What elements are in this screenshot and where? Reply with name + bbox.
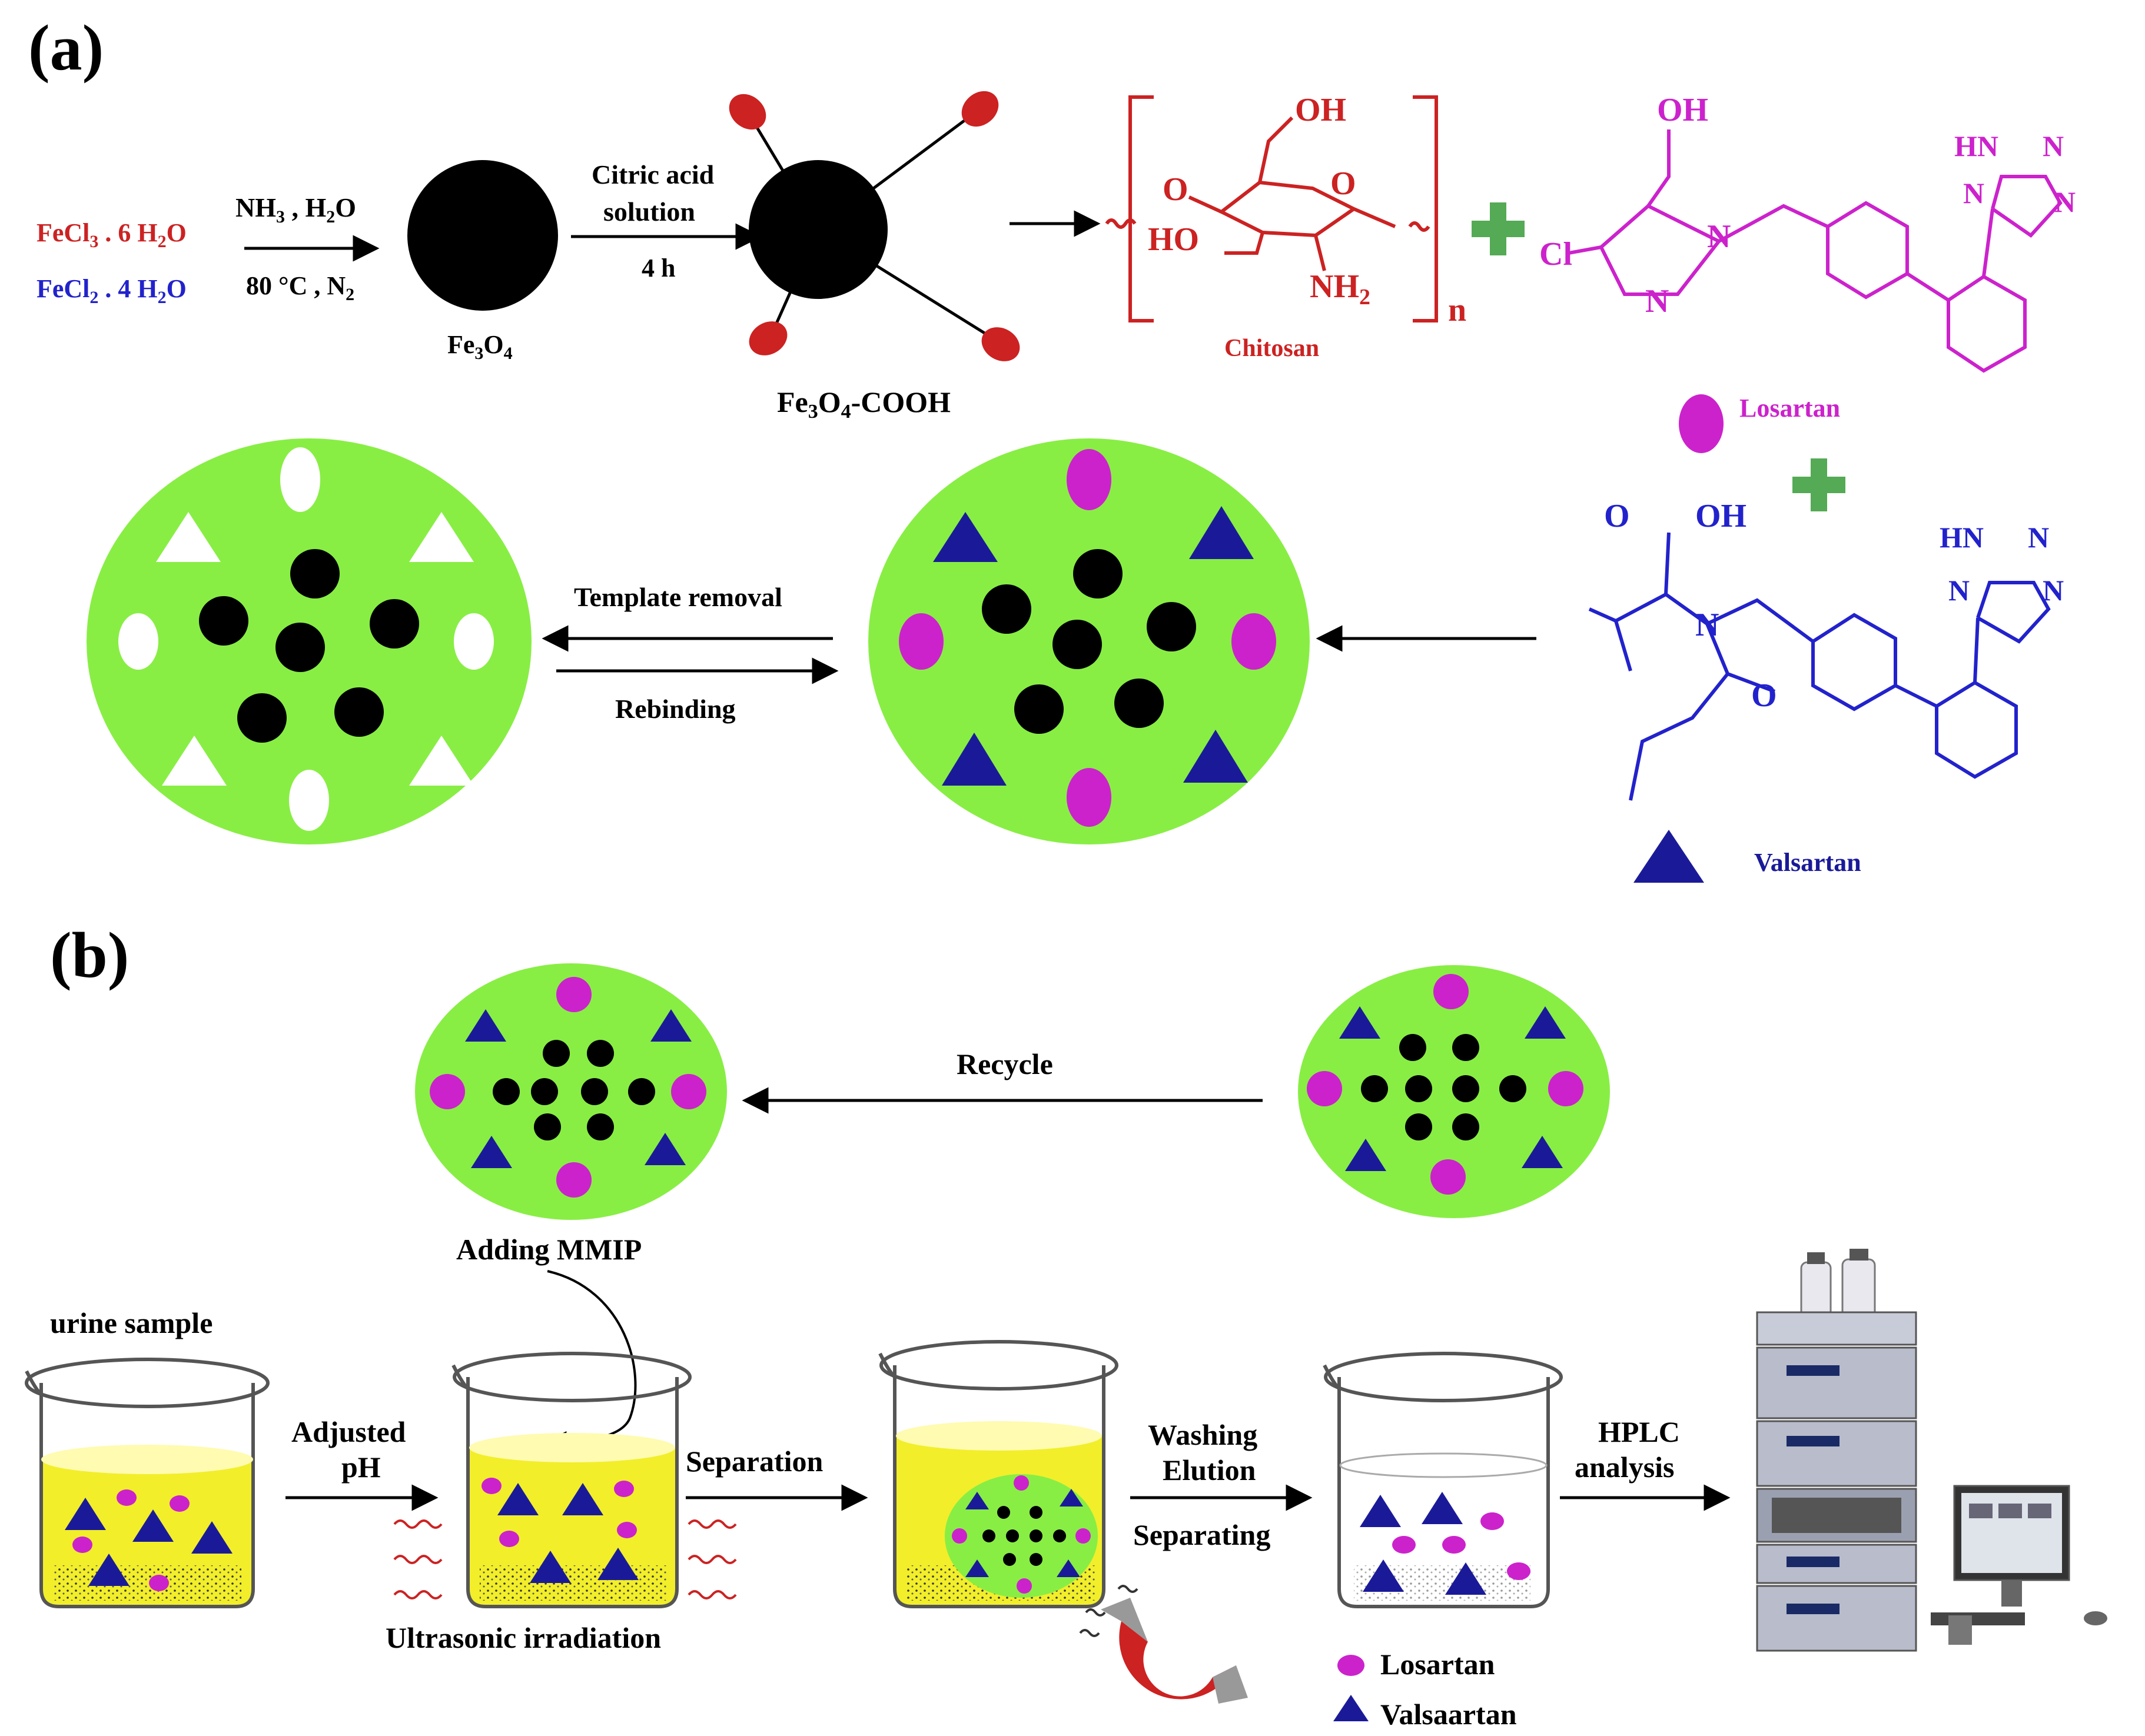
- valsartan-tn2: N: [1948, 574, 1970, 607]
- step2-bottom-label: 4 h: [642, 254, 675, 282]
- rebinding-label: Rebinding: [615, 694, 736, 724]
- adding-mmip-label: Adding MMIP: [456, 1233, 642, 1266]
- fecl3-label: FeCl3 . 6 H2O: [36, 218, 187, 251]
- separating-label: Separating: [1133, 1518, 1270, 1551]
- ultrasonic-waves-right: [688, 1519, 737, 1599]
- hplc-label-2: analysis: [1575, 1451, 1675, 1484]
- chitosan-oh: OH: [1295, 92, 1346, 128]
- ph-label: pH: [341, 1451, 381, 1484]
- legend-valsartan-triangle: [1333, 1695, 1369, 1721]
- losartan-tn2: N: [1963, 177, 1984, 209]
- valsartan-n: N: [1695, 607, 1719, 643]
- adjusted-label: Adjusted: [291, 1415, 406, 1448]
- ultrasonic-label: Ultrasonic irradiation: [386, 1621, 661, 1654]
- step1-top-label: NH3 , H2O: [235, 192, 356, 227]
- magnet-icon: [1079, 1585, 1248, 1704]
- losartan-cl: Cl: [1539, 236, 1572, 272]
- valsartan-tn1: N: [2028, 521, 2049, 554]
- panel-label-a: (a): [28, 12, 104, 84]
- chitosan-o-left: O: [1163, 171, 1188, 208]
- elution-label: Elution: [1163, 1454, 1256, 1486]
- fe3o4-cooh-particle: [729, 91, 1020, 361]
- losartan-tn3: N: [2054, 185, 2076, 218]
- chitosan-n: n: [1448, 292, 1466, 328]
- losartan-n2: N: [1645, 283, 1669, 320]
- chitosan-structure: [1105, 95, 1438, 322]
- valsartan-hn: HN: [1940, 521, 1984, 554]
- chitosan-ho: HO: [1148, 221, 1199, 258]
- fe3o4-label: Fe3O4: [447, 330, 513, 363]
- separation-label: Separation: [686, 1445, 824, 1478]
- losartan-n1: N: [1707, 218, 1731, 255]
- mip-empty-cavities: [87, 438, 532, 844]
- plus-icon-1: [1472, 202, 1525, 255]
- hplc-instrument-icon: [1756, 1249, 2107, 1652]
- valsartan-tn3: N: [2043, 574, 2064, 607]
- losartan-hn: HN: [1954, 129, 1998, 162]
- valsartan-o2: O: [1751, 677, 1777, 714]
- mmip-recycled: [415, 963, 727, 1220]
- panel-label-b: (b): [50, 919, 129, 991]
- beaker-separation: [878, 1340, 1118, 1608]
- plus-icon-2: [1792, 458, 1845, 511]
- losartan-oh: OH: [1657, 92, 1708, 128]
- washing-label: Washing: [1148, 1418, 1257, 1451]
- mmip-used: [1298, 965, 1610, 1218]
- template-removal-label: Template removal: [574, 582, 782, 612]
- valsartan-legend-label: Valsartan: [1754, 848, 1861, 877]
- valsartan-structure: [1588, 532, 2051, 801]
- mmip-loaded: [868, 438, 1310, 844]
- valsartan-o: O: [1604, 498, 1630, 534]
- losartan-legend-label: Losartan: [1739, 394, 1840, 423]
- recycle-label: Recycle: [957, 1047, 1053, 1080]
- legend-losartan-label: Losartan: [1380, 1648, 1495, 1681]
- losartan-structure: [1568, 129, 2063, 373]
- valsartan-oh: OH: [1695, 498, 1746, 534]
- urine-sample-label: urine sample: [50, 1306, 212, 1339]
- beaker-ultrasonic: [451, 1352, 692, 1608]
- beaker-eluate: [1323, 1352, 1563, 1608]
- legend-valsartan-label: Valsaartan: [1380, 1698, 1517, 1731]
- fecl2-label: FeCl2 . 4 H2O: [36, 274, 187, 307]
- chitosan-nh2: NH2: [1310, 268, 1370, 310]
- losartan-legend-oval: [1679, 394, 1724, 453]
- fe3o4-particle: [407, 160, 558, 311]
- legend-losartan-oval: [1337, 1655, 1364, 1676]
- valsartan-legend-triangle: [1633, 830, 1704, 883]
- step2-top-label-2: solution: [603, 197, 695, 227]
- step1-bottom-label: 80 °C , N2: [246, 271, 354, 304]
- beaker-urine: [25, 1358, 270, 1608]
- step2-top-label-1: Citric acid: [592, 159, 715, 189]
- fe3o4-cooh-label: Fe3O4-COOH: [777, 385, 951, 423]
- losartan-tn1: N: [2043, 129, 2064, 162]
- ultrasonic-waves-left: [393, 1519, 443, 1599]
- chitosan-o-ring: O: [1330, 165, 1356, 202]
- hplc-label-1: HPLC: [1598, 1415, 1680, 1448]
- chitosan-name: Chitosan: [1224, 335, 1319, 362]
